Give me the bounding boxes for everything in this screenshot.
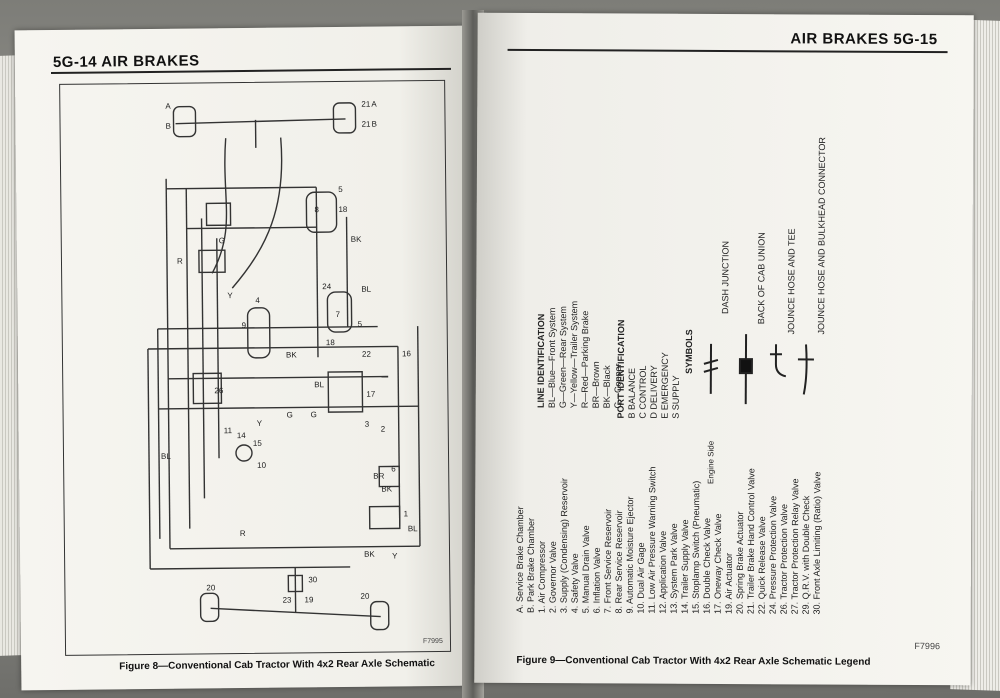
rear-chamber-left-icon bbox=[172, 105, 197, 138]
q-r-v-icon bbox=[205, 202, 232, 227]
schematic-label: B bbox=[372, 120, 377, 129]
symbol-label-wrap: JOUNCE HOSE AND TEE bbox=[786, 228, 798, 334]
schematic-label: BL bbox=[161, 452, 171, 461]
air-brake-schematic: A B 21 21 A B 5 8 18 BK R G Y 9 4 BL 24 … bbox=[147, 100, 421, 631]
schematic-label: 18 bbox=[338, 205, 348, 214]
schematic-label: BK bbox=[364, 550, 375, 559]
schematic-label: 4 bbox=[255, 296, 260, 305]
schematic-label: Y bbox=[227, 291, 233, 300]
supply-reservoir-icon bbox=[246, 307, 271, 359]
schematic-label: Y bbox=[392, 551, 398, 560]
schematic-label: BL bbox=[408, 524, 418, 533]
right-figure-caption: Figure 9—Conventional Cab Tractor With 4… bbox=[516, 654, 871, 668]
jounce-hose-tee-icon bbox=[774, 344, 787, 378]
schematic-label: 21 bbox=[361, 100, 371, 109]
schematic-label: 15 bbox=[253, 439, 263, 448]
rear-service-reservoir-icon bbox=[305, 191, 338, 233]
schematic-label: 24 bbox=[322, 282, 332, 291]
schematic-label: 10 bbox=[257, 461, 267, 470]
symbol-label-dash-junction: DASH JUNCTION bbox=[720, 240, 731, 315]
schematic-label: 17 bbox=[366, 390, 376, 399]
left-page: 5G-14 AIR BRAKES bbox=[14, 25, 474, 691]
schematic-label: R bbox=[240, 529, 246, 538]
right-page: AIR BRAKES 5G-15 A. Service Brake Chambe… bbox=[474, 12, 974, 686]
left-figure-code: F7995 bbox=[422, 637, 443, 646]
schematic-label: 2 bbox=[381, 425, 386, 434]
schematic-label: 30 bbox=[308, 575, 318, 584]
rear-chamber-right-icon bbox=[332, 102, 357, 134]
symbol-label-back-of-cab-union: BACK OF CAB UNION bbox=[756, 232, 767, 325]
symbol-label-wrap: DASH JUNCTION bbox=[720, 241, 731, 314]
symbols-graphics bbox=[703, 334, 814, 405]
front-chamber-left-icon bbox=[199, 592, 220, 623]
schematic-label: 11 bbox=[224, 426, 233, 435]
schematic-label: 16 bbox=[402, 349, 412, 358]
schematic-label: BK bbox=[351, 235, 362, 244]
symbol-label-jounce-hose-tee: JOUNCE HOSE AND TEE bbox=[786, 228, 797, 335]
ratio-valve-icon bbox=[287, 574, 304, 593]
front-chamber-right-icon bbox=[369, 600, 390, 631]
application-valve-icon bbox=[327, 371, 364, 413]
schematic-label: R bbox=[177, 257, 183, 266]
jounce-hose-bulkhead-icon bbox=[802, 344, 808, 395]
schematic-label: Y bbox=[257, 419, 263, 428]
schematic-label: A bbox=[371, 100, 377, 109]
dual-air-gage-icon bbox=[235, 444, 253, 462]
schematic-label: G bbox=[287, 410, 293, 419]
schematic-label: 18 bbox=[326, 338, 336, 347]
schematic-label: 23 bbox=[282, 596, 292, 605]
schematic-label: BK bbox=[286, 350, 297, 359]
schematic-label: 22 bbox=[362, 350, 372, 359]
symbol-label-wrap: JOUNCE HOSE AND BULKHEAD CONNECTOR bbox=[816, 137, 828, 334]
right-figure-code: F7996 bbox=[914, 641, 941, 652]
schematic-label: 5 bbox=[338, 185, 343, 194]
tractor-protection-relay-icon bbox=[198, 249, 226, 274]
schematic-label: 21 bbox=[362, 120, 372, 129]
schematic-label: 8 bbox=[314, 205, 319, 214]
schematic-label: 19 bbox=[304, 595, 314, 604]
schematic-label: 3 bbox=[365, 420, 370, 429]
schematic-label: 6 bbox=[391, 464, 396, 473]
schematic-label: BR bbox=[373, 472, 384, 481]
tractor-protection-valve-icon bbox=[192, 372, 223, 405]
governor-icon bbox=[378, 465, 401, 488]
schematic-label: 14 bbox=[237, 431, 247, 440]
symbol-label-wrap: BACK OF CAB UNION bbox=[756, 232, 767, 324]
schematic-label: 5 bbox=[358, 320, 363, 329]
air-compressor-icon bbox=[368, 505, 401, 530]
schematic-label: G bbox=[311, 410, 317, 419]
schematic-label: BL bbox=[361, 285, 371, 294]
front-service-reservoir-icon bbox=[326, 291, 353, 333]
schematic-label: 9 bbox=[242, 321, 247, 330]
schematic-label: 20 bbox=[360, 592, 370, 601]
schematic-label: 7 bbox=[336, 310, 341, 319]
schematic-label: 20 bbox=[206, 583, 216, 592]
schematic-label: B bbox=[166, 122, 171, 131]
schematic-label: 26 bbox=[214, 386, 224, 395]
schematic-label: BK bbox=[381, 484, 392, 493]
schematic-label: G bbox=[219, 236, 225, 245]
symbol-label-jounce-hose-bulkhead: JOUNCE HOSE AND BULKHEAD CONNECTOR bbox=[816, 137, 828, 335]
schematic-label: 1 bbox=[404, 509, 409, 518]
schematic-label: BL bbox=[314, 380, 324, 389]
schematic-label: A bbox=[165, 102, 171, 111]
